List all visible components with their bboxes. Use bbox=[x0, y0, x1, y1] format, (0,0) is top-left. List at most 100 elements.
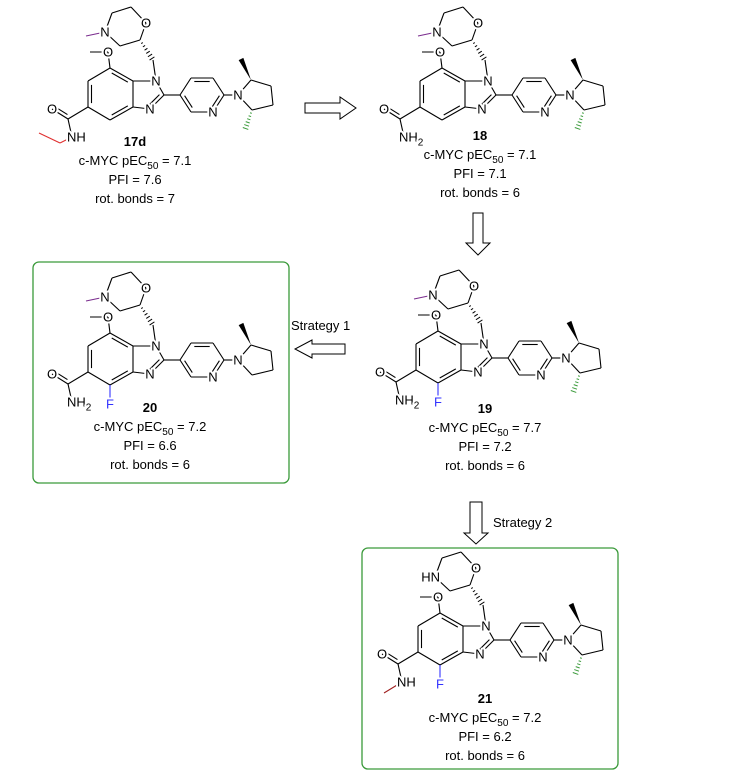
bond bbox=[437, 369, 462, 384]
arrow-left-19-to-20 bbox=[293, 339, 346, 359]
bond bbox=[87, 106, 111, 121]
bond bbox=[109, 371, 134, 386]
pfi-line: PFI = 7.6 bbox=[108, 172, 161, 187]
morpholine-o-atom: O bbox=[141, 281, 151, 296]
hash-bond-line bbox=[474, 45, 478, 48]
bond bbox=[104, 12, 113, 33]
bond bbox=[59, 136, 73, 144]
compound-id: 20 bbox=[143, 400, 157, 415]
potency-prefix: c-MYC pEC bbox=[429, 420, 498, 435]
bond bbox=[602, 85, 606, 106]
bond bbox=[139, 287, 147, 306]
bond bbox=[436, 12, 445, 33]
hash-bond-line bbox=[577, 121, 582, 124]
rot-bonds-line: rot. bonds = 6 bbox=[110, 457, 190, 472]
hash-bond-line bbox=[472, 42, 476, 44]
bond bbox=[439, 269, 460, 277]
pyridine-n-atom: N bbox=[540, 105, 549, 120]
bond bbox=[104, 296, 121, 312]
morpholine-nh-atom: HN bbox=[421, 570, 440, 585]
bond bbox=[132, 371, 151, 375]
bond bbox=[85, 296, 106, 302]
hash-bond-line bbox=[576, 663, 581, 666]
fluorine-atom: F bbox=[106, 397, 114, 412]
bond bbox=[212, 342, 225, 361]
hash-bond-line bbox=[580, 115, 584, 118]
bond bbox=[579, 367, 602, 374]
strategy-1-label: Strategy 1 bbox=[291, 318, 350, 333]
bond bbox=[212, 94, 225, 113]
potency-prefix: c-MYC pEC bbox=[424, 147, 493, 162]
bond bbox=[439, 612, 464, 627]
bond bbox=[437, 330, 462, 345]
potency-subscript: 50 bbox=[147, 161, 159, 172]
pyridine-n-atom: N bbox=[208, 105, 217, 120]
double-bond-line bbox=[543, 95, 552, 108]
hash-bond-line bbox=[142, 45, 146, 48]
bond bbox=[251, 104, 274, 111]
pyrrolidine-n-atom: N bbox=[561, 351, 570, 366]
bond bbox=[415, 369, 439, 384]
hash-bond-line bbox=[481, 56, 487, 61]
imidazole-n3-atom: N bbox=[473, 365, 482, 380]
double-bond-line bbox=[539, 358, 548, 371]
bond bbox=[567, 639, 583, 656]
subscript: 2 bbox=[414, 401, 420, 412]
potency-subscript: 50 bbox=[497, 428, 509, 439]
double-bond-line bbox=[439, 335, 457, 346]
bond bbox=[419, 67, 443, 82]
bond bbox=[509, 639, 522, 658]
bond bbox=[480, 322, 485, 345]
bond bbox=[439, 51, 443, 69]
hash-bond-line bbox=[576, 378, 580, 381]
hash-bond-line bbox=[573, 384, 578, 387]
double-bond-line bbox=[184, 360, 193, 373]
bond bbox=[104, 31, 121, 47]
bond bbox=[419, 106, 443, 121]
bond bbox=[107, 316, 111, 334]
double-bond-line bbox=[479, 639, 490, 650]
bond bbox=[479, 639, 495, 655]
bond bbox=[483, 343, 493, 359]
morpholine-n-atom: N bbox=[428, 288, 437, 303]
pyrrolidine-n-atom: N bbox=[233, 353, 242, 368]
bond bbox=[111, 6, 132, 14]
bond bbox=[580, 624, 602, 632]
hash-bond-line bbox=[476, 47, 480, 51]
morpholine-o-atom: O bbox=[473, 16, 483, 31]
amide-o-atom: O bbox=[47, 102, 57, 117]
bond bbox=[237, 94, 253, 111]
morpholine-n-atom: N bbox=[100, 290, 109, 305]
bond bbox=[51, 373, 69, 385]
hash-bond-line bbox=[479, 53, 485, 58]
bond bbox=[582, 79, 604, 87]
bond bbox=[38, 132, 61, 144]
bond bbox=[481, 94, 497, 110]
pyridine-n-atom: N bbox=[536, 368, 545, 383]
bond bbox=[383, 108, 401, 120]
potency-value: = 7.1 bbox=[503, 147, 536, 162]
amide-o-atom: O bbox=[379, 102, 389, 117]
bond bbox=[460, 369, 479, 373]
double-bond-line bbox=[512, 358, 521, 371]
double-bond-line bbox=[111, 105, 129, 116]
hash-bond-line bbox=[578, 660, 582, 663]
bond bbox=[87, 332, 111, 347]
potency-prefix: c-MYC pEC bbox=[79, 153, 148, 168]
potency-line: c-MYC pEC50 = 7.1 bbox=[424, 147, 537, 166]
bond bbox=[458, 269, 475, 287]
hash-bond-line bbox=[475, 595, 481, 599]
double-bond-line bbox=[477, 357, 488, 368]
pyridine-n-atom: N bbox=[208, 370, 217, 385]
pyrrolidine-n-atom: N bbox=[565, 88, 574, 103]
hash-bond-line bbox=[147, 318, 153, 323]
wedge-bond bbox=[238, 57, 251, 80]
methoxy-o-atom: O bbox=[435, 45, 445, 60]
bond bbox=[507, 357, 520, 376]
bond bbox=[397, 663, 403, 683]
